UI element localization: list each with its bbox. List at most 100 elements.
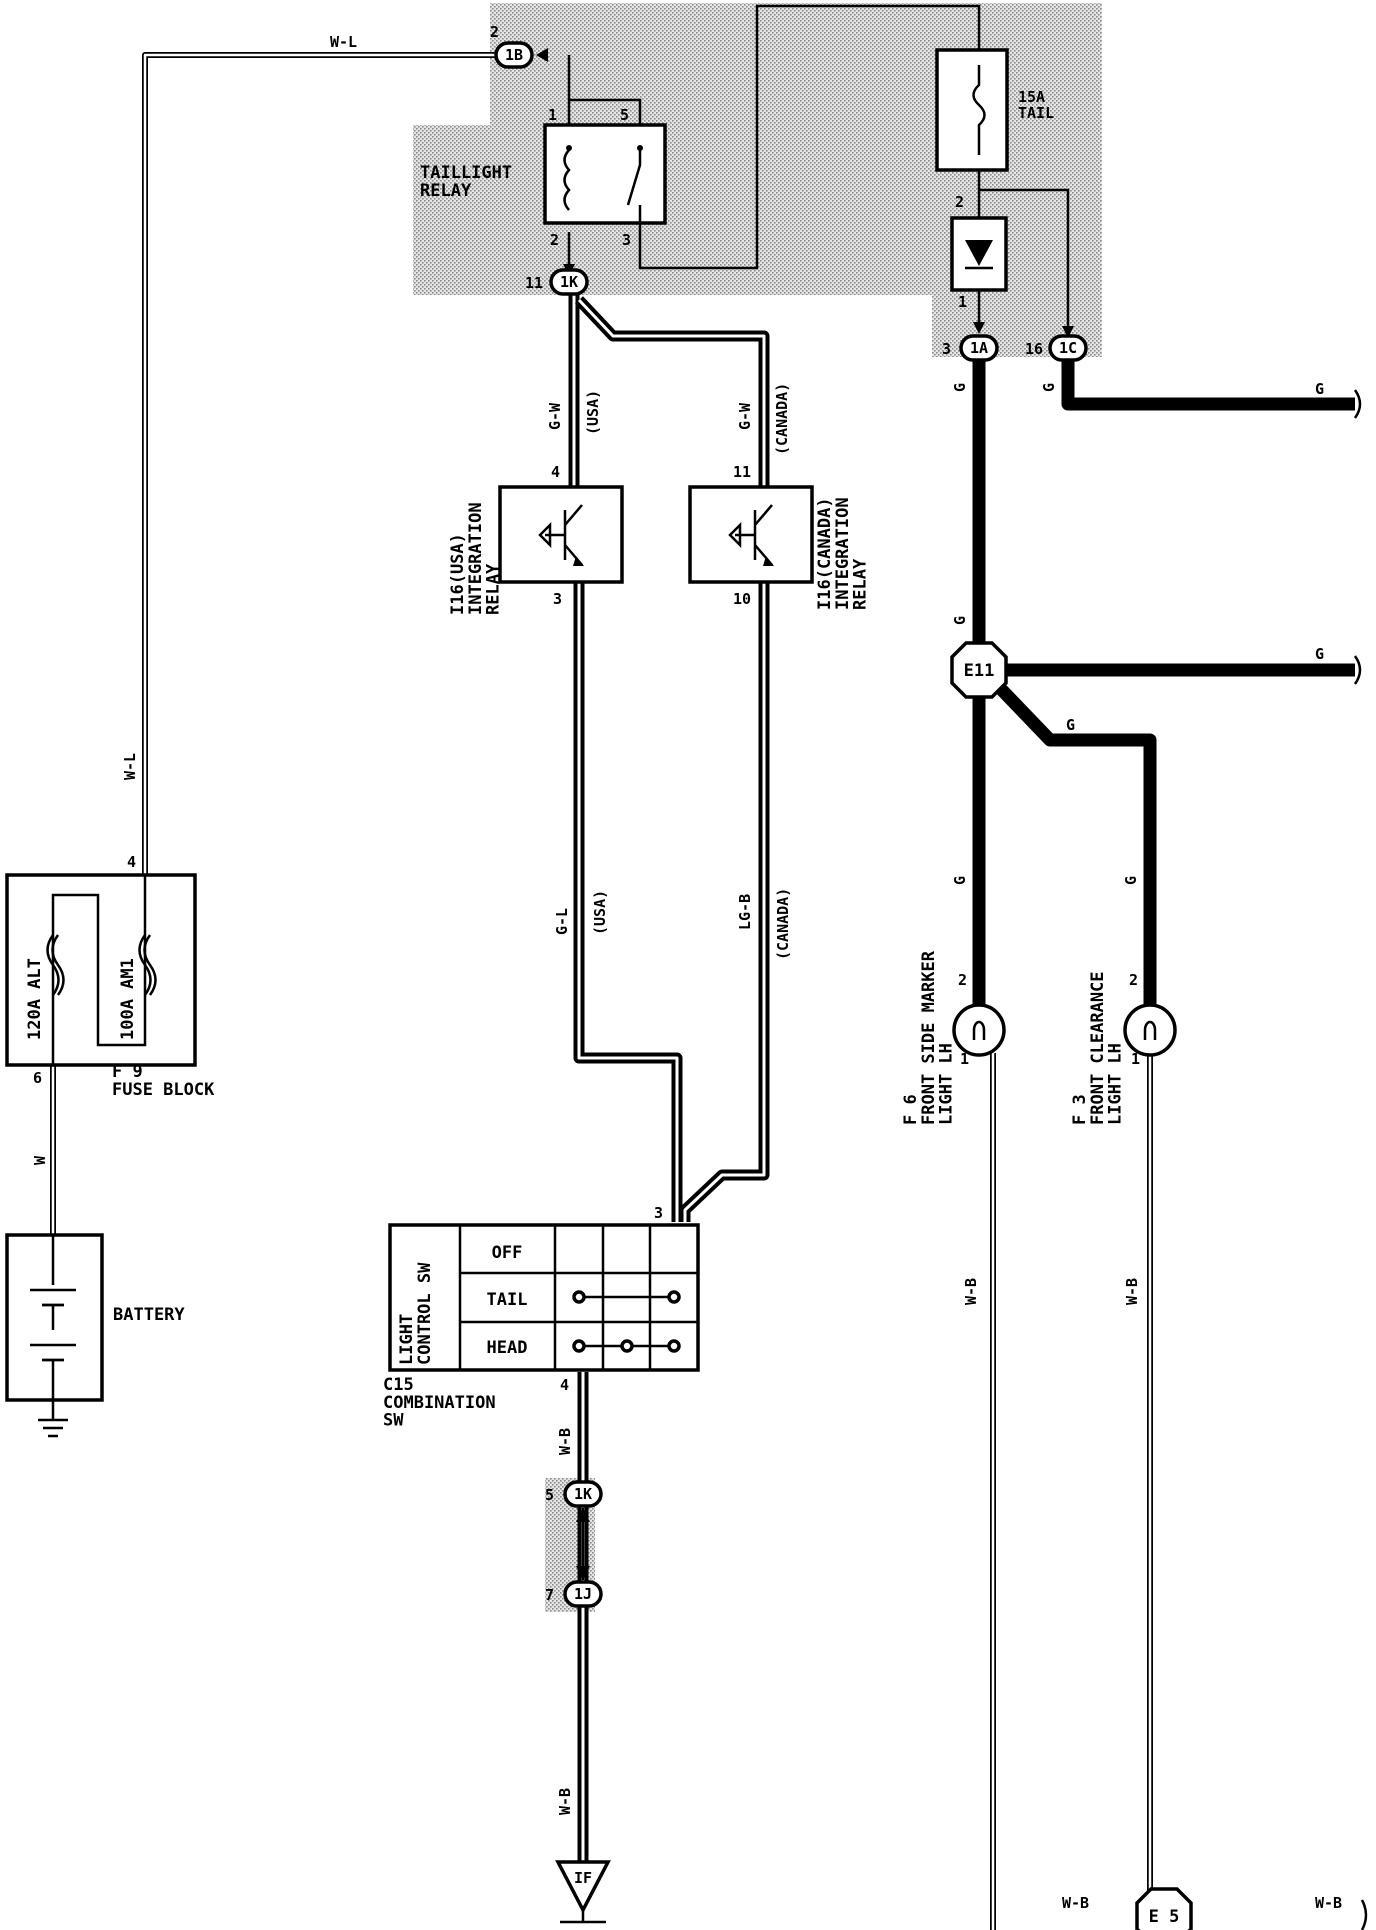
pin-usa-4: 4	[551, 463, 560, 481]
wire-label-w-b-e5-left: W-B	[1062, 1894, 1089, 1912]
pin-diode-1: 1	[958, 293, 967, 311]
wire-label-w-b-ground: W-B	[556, 1788, 574, 1815]
wire-label-w-b-sw: W-B	[556, 1428, 574, 1455]
pin-fuseblock-6: 6	[33, 1069, 42, 1087]
pin-clear-2: 2	[1129, 971, 1138, 989]
wire-label-w-l-left: W-L	[121, 753, 139, 780]
pin-1k-11: 11	[525, 274, 543, 292]
tag-usa-mid: (USA)	[591, 890, 609, 935]
wire-label-g-e11: G	[1315, 645, 1324, 663]
pin-sw-4: 4	[560, 1376, 569, 1394]
connector-1b-label: 1B	[505, 46, 523, 64]
pin-side-1: 1	[960, 1050, 969, 1068]
wire-label-g-clear: G	[1122, 876, 1140, 885]
battery	[5, 1233, 104, 1438]
switch-off-label: OFF	[492, 1243, 523, 1263]
pin-canada-10: 10	[733, 590, 751, 608]
connector-1k-top	[549, 268, 589, 296]
connector-1c	[1048, 334, 1088, 362]
pin-sw-3: 3	[654, 1204, 663, 1222]
light-control-switch	[388, 1223, 700, 1372]
wire-end-g-mid	[1353, 655, 1362, 685]
pin-side-2: 2	[958, 971, 967, 989]
pin-1c-16: 16	[1025, 340, 1043, 358]
pin-usa-3: 3	[553, 590, 562, 608]
wire-end-w-b	[1360, 1899, 1368, 1930]
connector-1j	[563, 1580, 603, 1608]
wire-w-l	[142, 52, 508, 875]
tag-canada-mid: (CANADA)	[774, 888, 792, 960]
pin-relay-1: 1	[548, 106, 557, 124]
arrow-lower-down	[576, 1566, 590, 1580]
fuse-alt-label: 120A ALT	[25, 958, 45, 1040]
wire-label-g-l: G-L	[553, 908, 571, 935]
taillight-relay	[543, 123, 667, 232]
connector-1j-label: 1J	[574, 1585, 592, 1603]
tag-canada-top: (CANADA)	[773, 383, 791, 455]
pin-clear-1: 1	[1131, 1050, 1140, 1068]
connector-1k-bottom-label: 1K	[574, 1485, 592, 1503]
pin-1k-5: 5	[545, 1486, 554, 1504]
pin-1b: 2	[490, 23, 499, 41]
wire-label-g-1c-v: G	[1040, 383, 1058, 392]
switch-head-label: HEAD	[487, 1338, 528, 1358]
pin-relay-3: 3	[622, 231, 631, 249]
fuse-block	[5, 873, 197, 1067]
diode	[950, 216, 1008, 292]
wire-label-w-l-top: W-L	[330, 33, 357, 51]
connector-1a	[959, 334, 999, 362]
head-row-contacts	[572, 1339, 681, 1353]
pin-canada-11: 11	[733, 463, 751, 481]
side-marker-bulb	[952, 1003, 1006, 1057]
connector-1a-label: 1A	[970, 339, 988, 357]
pin-fuseblock-4: 4	[127, 853, 136, 871]
wire-w-b-side-marker	[990, 1053, 996, 1930]
ground-if-label: IF	[574, 1869, 592, 1887]
integration-relay-usa	[498, 485, 624, 584]
wire-g-1c-right	[1061, 355, 1355, 411]
fuse-am1-symbol	[138, 934, 157, 996]
wire-g-e11-clearance	[995, 683, 1157, 1010]
wire-label-w-b-e5-right: W-B	[1315, 1894, 1342, 1912]
junction-e5-label: E 5	[1149, 1907, 1180, 1927]
wire-label-g-w-usa: G-W	[546, 402, 564, 430]
pin-relay-2: 2	[550, 231, 559, 249]
arrow-1c	[1062, 326, 1074, 338]
battery-label: BATTERY	[113, 1305, 185, 1325]
connector-1k-bottom	[563, 1480, 603, 1508]
junction-e11-label: E11	[964, 661, 995, 681]
relay-canada-label: I16(CANADA)INTEGRATIONRELAY	[815, 497, 871, 610]
pin-relay-5: 5	[620, 106, 629, 124]
wire-end-g-top	[1353, 389, 1362, 419]
junction-e11	[950, 641, 1008, 699]
wire-label-g-w-canada: G-W	[736, 402, 754, 430]
wire-label-g-side: G	[951, 876, 969, 885]
relay-internal-wiring	[567, 4, 981, 270]
clearance-light-label: F 3FRONT CLEARANCELIGHT LH	[1070, 971, 1126, 1125]
pin-1j-7: 7	[545, 1586, 554, 1604]
tag-usa-top: (USA)	[584, 390, 602, 435]
fuse-am1-label: 100A AM1	[118, 958, 138, 1040]
wire-g-w-canada	[575, 296, 770, 487]
tail-fuse	[935, 48, 1009, 172]
pin-fuse-2: 2	[955, 193, 964, 211]
connector-1c-label: 1C	[1059, 339, 1077, 357]
arrow-lower-up	[576, 1508, 590, 1522]
connector-1k-top-label: 1K	[560, 273, 578, 291]
fuse-alt-symbol	[46, 934, 65, 996]
switch-tail-label: TAIL	[487, 1290, 528, 1310]
tail-row-contacts	[572, 1290, 681, 1304]
arrow-1a	[973, 322, 985, 334]
wire-g-l-usa	[573, 582, 683, 1222]
wire-label-w: W	[31, 1155, 49, 1165]
connector-1b	[494, 41, 534, 69]
integration-relay-canada	[688, 485, 814, 584]
wire-label-g-diag: G	[1066, 716, 1075, 734]
wire-label-g-upper: G	[951, 616, 969, 625]
wire-lg-b-canada	[679, 582, 770, 1222]
clearance-bulb	[1123, 1003, 1177, 1057]
wire-label-g-1c: G	[1315, 380, 1324, 398]
